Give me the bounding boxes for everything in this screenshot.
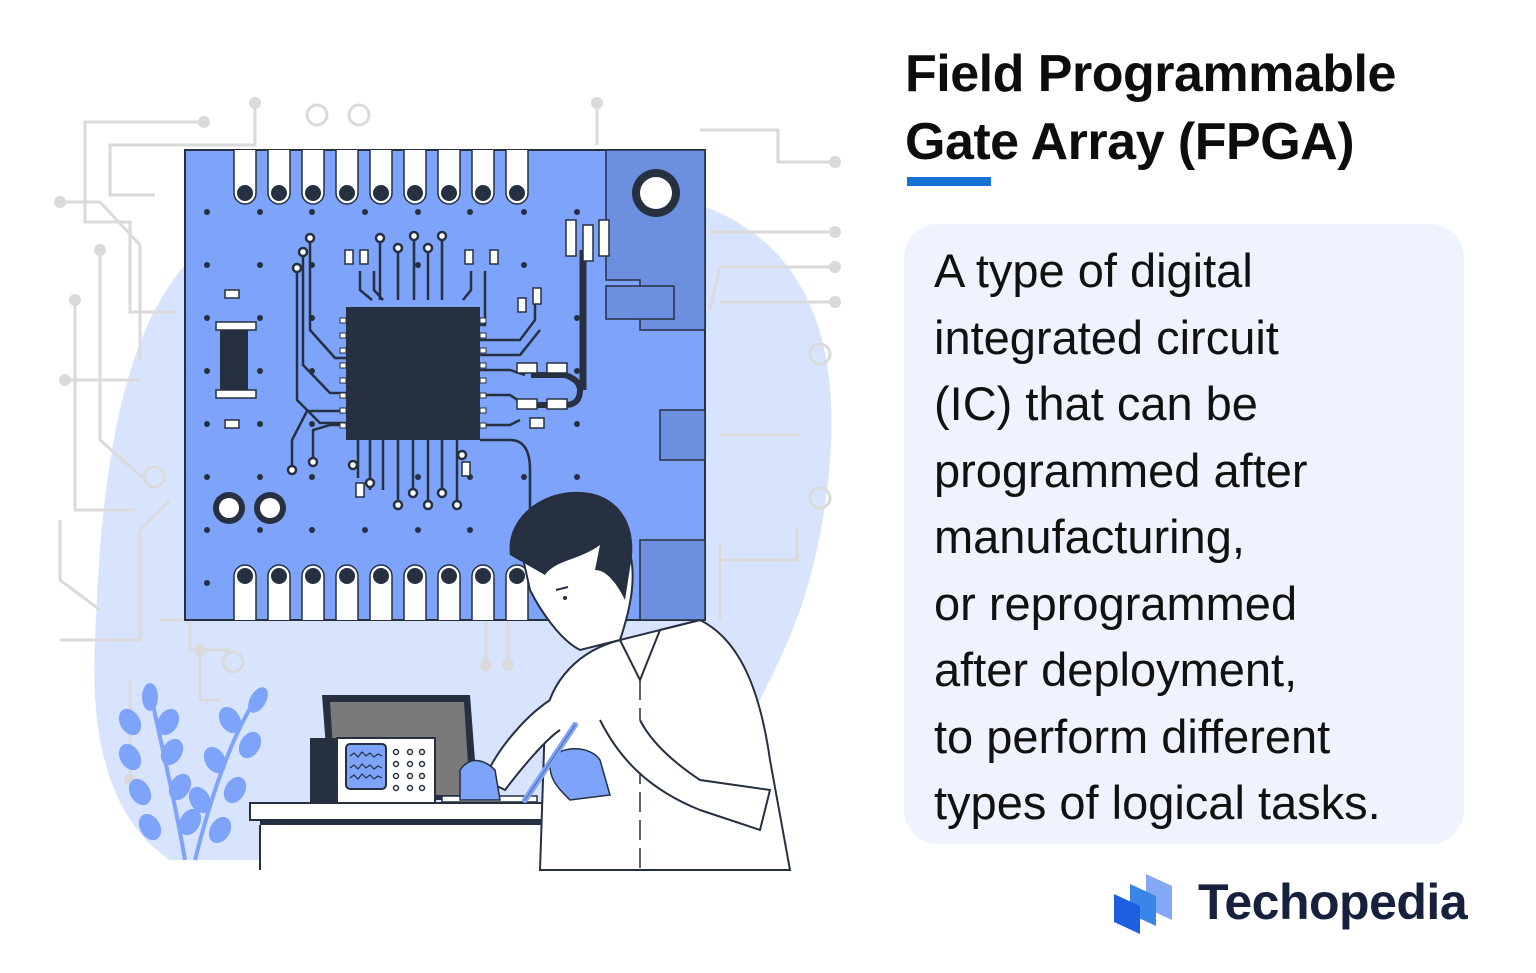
techopedia-logo[interactable]: Techopedia bbox=[1112, 870, 1468, 934]
plant bbox=[118, 683, 268, 861]
title-line-2: Gate Array (FPGA) bbox=[905, 113, 1355, 171]
trace-nodes bbox=[54, 97, 841, 786]
page-title: Field Programmable Gate Array (FPGA) bbox=[905, 40, 1396, 176]
definition-line: to perform different bbox=[934, 709, 1331, 763]
definition-line: after deployment, bbox=[934, 643, 1298, 696]
mounting-holes bbox=[213, 492, 286, 524]
engineer bbox=[459, 491, 792, 871]
title-underline bbox=[907, 177, 991, 186]
definition-text: A type of digital integrated circuit (IC… bbox=[934, 238, 1381, 837]
definition-line: integrated circuit bbox=[934, 310, 1279, 364]
fpga-chip bbox=[346, 307, 480, 440]
chip-traces bbox=[290, 236, 587, 527]
bottom-pins bbox=[233, 564, 529, 620]
definition-card bbox=[904, 224, 1464, 844]
circuit-board bbox=[184, 149, 706, 621]
definition-line: types of logical tasks. bbox=[934, 776, 1381, 829]
resistor bbox=[215, 321, 257, 399]
smd-components bbox=[224, 219, 610, 498]
stacked-panels-icon bbox=[1114, 874, 1172, 934]
fpga-illustration bbox=[54, 97, 841, 871]
brand-name: Techopedia bbox=[1198, 874, 1468, 930]
trace-pads bbox=[286, 230, 468, 511]
definition-line: (IC) that can be bbox=[934, 377, 1258, 430]
title-line-1: Field Programmable bbox=[905, 45, 1396, 103]
top-pins bbox=[233, 150, 529, 205]
definition-line: programmed after bbox=[934, 443, 1308, 497]
desk bbox=[249, 802, 591, 870]
definition-line: or reprogrammed bbox=[934, 576, 1298, 630]
definition-line: manufacturing, bbox=[934, 510, 1245, 563]
definition-line: A type of digital bbox=[934, 244, 1253, 297]
